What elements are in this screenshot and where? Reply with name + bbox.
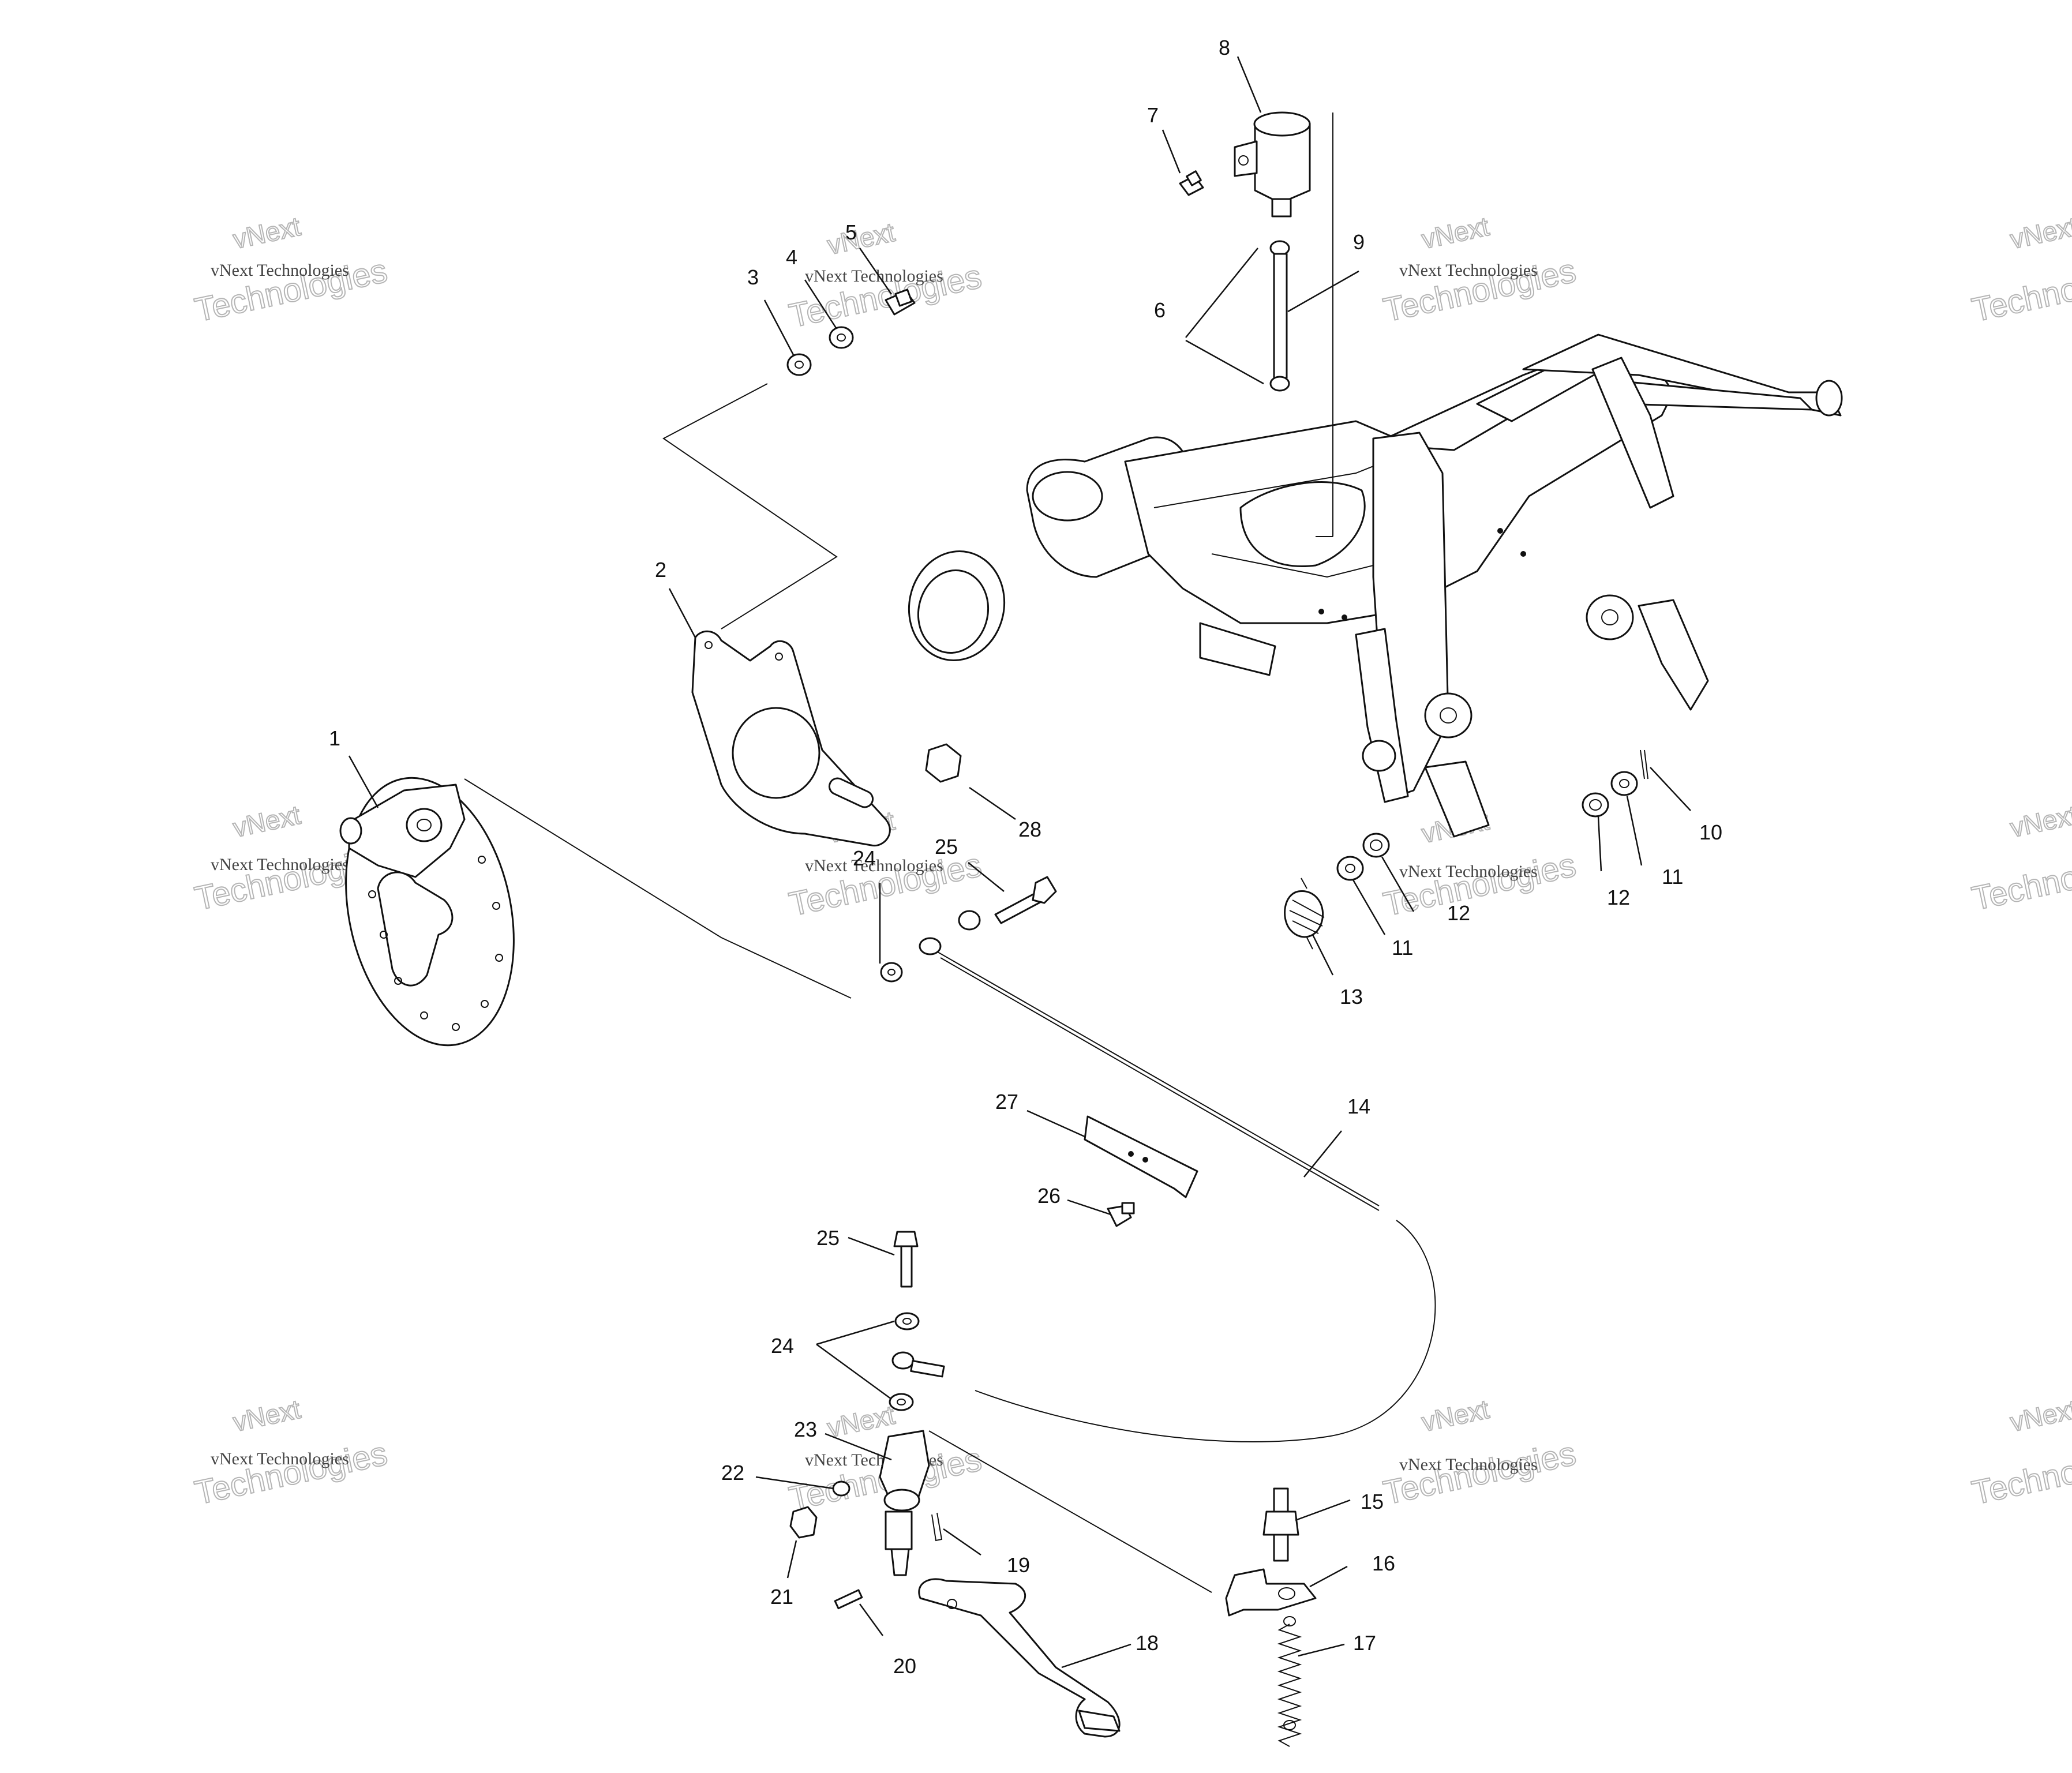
- brake-light-switch: [1262, 1487, 1299, 1562]
- watermark: vNext Technologies: [1968, 1393, 2072, 1513]
- watermark-line1: vNext: [230, 211, 303, 254]
- callout-23: 23: [794, 1418, 817, 1441]
- callout-8: 8: [1219, 36, 1230, 59]
- watermark-text: vNext Technologies: [211, 1449, 349, 1468]
- watermark-text: vNext Technologies: [805, 856, 943, 875]
- cable-bracket: [1084, 1115, 1198, 1198]
- callout-9: 9: [1353, 230, 1365, 254]
- reservoir-bolt: [1179, 170, 1204, 196]
- bracket-bolt: [1107, 1202, 1135, 1227]
- callout-1: 1: [329, 726, 340, 750]
- caliper-mount-hardware: [786, 288, 916, 376]
- watermark-line3: Technologies: [1969, 840, 2072, 917]
- callout-11-right: 11: [1662, 865, 1683, 889]
- watermark-line3: Technologies: [192, 1434, 391, 1512]
- watermark-line1: vNext: [2007, 211, 2072, 254]
- brake-pedal: [918, 1578, 1121, 1738]
- callout-13: 13: [1340, 985, 1363, 1009]
- callout-24-upper: 24: [853, 846, 876, 870]
- callout-6: 6: [1154, 298, 1166, 322]
- callout-4: 4: [786, 245, 797, 269]
- callout-12-right: 12: [1607, 886, 1630, 909]
- callout-28: 28: [1018, 818, 1041, 841]
- callout-19: 19: [1007, 1553, 1030, 1577]
- callout-11-left: 11: [1392, 936, 1413, 959]
- callout-2: 2: [655, 558, 666, 582]
- watermark-line1: vNext: [2007, 1394, 2072, 1437]
- callout-26: 26: [1037, 1184, 1061, 1208]
- watermark-line1: vNext: [1419, 211, 1492, 254]
- caliper-bracket: [691, 630, 891, 847]
- cotter-pin-small: [1640, 749, 1648, 779]
- pivot-seal: [908, 550, 1006, 661]
- brake-cable: [919, 937, 1436, 1442]
- nut: [925, 743, 962, 783]
- leader-lines: [348, 56, 1691, 1669]
- watermark-line1: vNext: [1419, 1394, 1492, 1437]
- callout-20: 20: [893, 1654, 916, 1678]
- lower-bolt: [893, 1231, 919, 1288]
- brake-caliper-and-disc: [339, 777, 515, 1047]
- callout-24-lower: 24: [771, 1334, 794, 1358]
- torsion-spring: [1284, 878, 1325, 950]
- watermark-line1: vNext: [825, 1400, 897, 1443]
- callout-15: 15: [1361, 1490, 1384, 1513]
- watermark-line1: vNext: [230, 1394, 303, 1437]
- watermark-line1: vNext: [825, 217, 897, 260]
- watermark-text: vNext Technologies: [1399, 1455, 1538, 1474]
- callout-17: 17: [1353, 1631, 1376, 1655]
- watermark-text: vNext Technologies: [1399, 862, 1538, 881]
- callout-22: 22: [721, 1461, 744, 1485]
- callout-12-left: 12: [1447, 901, 1470, 925]
- master-cylinder: [879, 1430, 1212, 1593]
- lower-washers-banjo: [889, 1312, 945, 1411]
- return-spring: [1277, 1616, 1302, 1747]
- watermark: vNext Technologies: [191, 1393, 391, 1513]
- watermark-text: vNext Technologies: [211, 855, 349, 874]
- watermark: vNext Technologies: [1968, 799, 2072, 919]
- watermark-text: vNext Technologies: [211, 261, 349, 280]
- callout-27: 27: [995, 1090, 1018, 1114]
- callout-16: 16: [1372, 1551, 1395, 1575]
- callout-18: 18: [1136, 1631, 1159, 1655]
- callout-7: 7: [1147, 103, 1159, 127]
- watermark-line1: vNext: [2007, 800, 2072, 843]
- watermark-line1: vNext: [230, 800, 303, 843]
- callout-3: 3: [747, 265, 759, 289]
- watermark-text: vNext Technologies: [1399, 261, 1538, 280]
- switch-bracket: [1225, 1568, 1317, 1617]
- swingarm-frame: [1026, 333, 1843, 838]
- clevis-pin: [834, 1589, 863, 1610]
- brake-fluid-reservoir: [1234, 111, 1311, 218]
- callout-labels: 8 7 9 6 5 4 3 2 1 28 25 24 10 11 12 12 1…: [329, 36, 1722, 1678]
- callout-21: 21: [770, 1585, 793, 1609]
- caliper-to-washer-line: [464, 778, 852, 999]
- watermark-line3: Technologies: [1969, 252, 2072, 329]
- callout-10: 10: [1699, 820, 1722, 844]
- watermark-line3: Technologies: [1380, 846, 1579, 923]
- hose-and-clamps: [1269, 113, 1333, 537]
- cotter-pin: [931, 1512, 943, 1542]
- callout-25-lower: 25: [816, 1226, 840, 1250]
- watermark-line3: Technologies: [1969, 1434, 2072, 1512]
- callout-14: 14: [1347, 1094, 1370, 1118]
- upper-washers-bolt: [880, 876, 1057, 983]
- bracket-assembly-line: [662, 383, 838, 629]
- callout-25-upper: 25: [935, 835, 958, 859]
- bushings-and-washers: [1336, 771, 1638, 881]
- watermark: vNext Technologies: [1968, 211, 2072, 330]
- callout-5: 5: [845, 220, 857, 244]
